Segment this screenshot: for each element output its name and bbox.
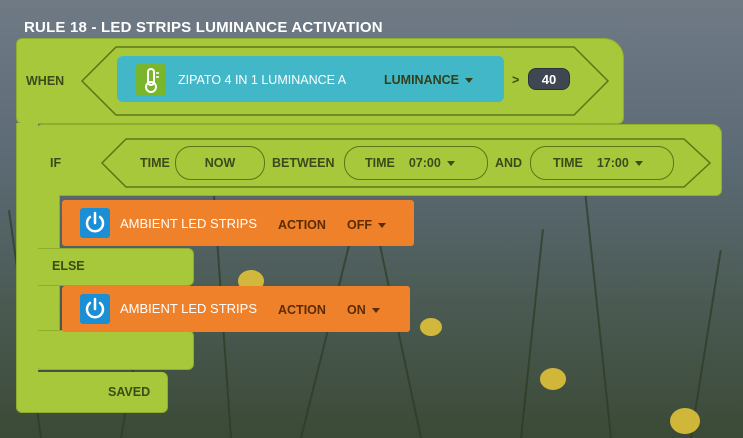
- property-dropdown[interactable]: LUMINANCE: [384, 73, 473, 87]
- then-action-block[interactable]: [62, 200, 414, 246]
- from-time-label: TIME: [365, 156, 395, 170]
- rule-spine: [16, 123, 38, 413]
- and-label: AND: [495, 156, 523, 170]
- chevron-down-icon: [465, 78, 473, 84]
- else-action-label: ACTION: [278, 303, 326, 317]
- rule-footer: [16, 372, 168, 413]
- else-action-dropdown[interactable]: ON: [347, 303, 380, 317]
- from-time-pill[interactable]: TIME 07:00: [344, 146, 488, 180]
- to-time-value[interactable]: 17:00: [596, 156, 629, 170]
- else-action-block[interactable]: [62, 286, 410, 332]
- then-action-dropdown[interactable]: OFF: [347, 218, 386, 232]
- then-action-label: ACTION: [278, 218, 326, 232]
- power-icon: [80, 208, 110, 238]
- if-label: IF: [50, 156, 62, 170]
- time-label: TIME: [140, 156, 170, 170]
- else-action-value: ON: [347, 303, 366, 317]
- to-time-label: TIME: [553, 156, 583, 170]
- if-else-footer: [36, 330, 194, 370]
- else-device-name: AMBIENT LED STRIPS: [120, 301, 258, 316]
- now-pill[interactable]: NOW: [175, 146, 265, 180]
- else-section: [36, 248, 194, 286]
- to-time-pill[interactable]: TIME 17:00: [530, 146, 674, 180]
- property-value: LUMINANCE: [384, 73, 459, 87]
- from-time-value[interactable]: 07:00: [408, 156, 441, 170]
- when-label: WHEN: [26, 74, 65, 88]
- rule-title: RULE 18 - LED STRIPS LUMINANCE ACTIVATIO…: [24, 19, 383, 36]
- between-label: BETWEEN: [272, 156, 335, 170]
- then-action-value: OFF: [347, 218, 372, 232]
- when-condition-frame: [80, 46, 610, 116]
- threshold-value[interactable]: 40: [528, 68, 570, 90]
- device-name: ZIPATO 4 IN 1 LUMINANCE A: [178, 73, 347, 87]
- chevron-down-icon: [446, 160, 455, 166]
- chevron-down-icon: [378, 223, 386, 229]
- power-icon: [80, 294, 110, 324]
- thermometer-icon: [136, 64, 166, 96]
- then-device-name: AMBIENT LED STRIPS: [120, 216, 258, 231]
- device-block[interactable]: [117, 56, 504, 102]
- status-label: SAVED: [108, 385, 151, 399]
- if-else-block[interactable]: [36, 124, 722, 196]
- chevron-down-icon: [634, 160, 643, 166]
- else-label: ELSE: [52, 259, 85, 273]
- chevron-down-icon: [371, 308, 380, 314]
- if-condition-frame: [100, 138, 712, 188]
- operator: >: [512, 73, 520, 87]
